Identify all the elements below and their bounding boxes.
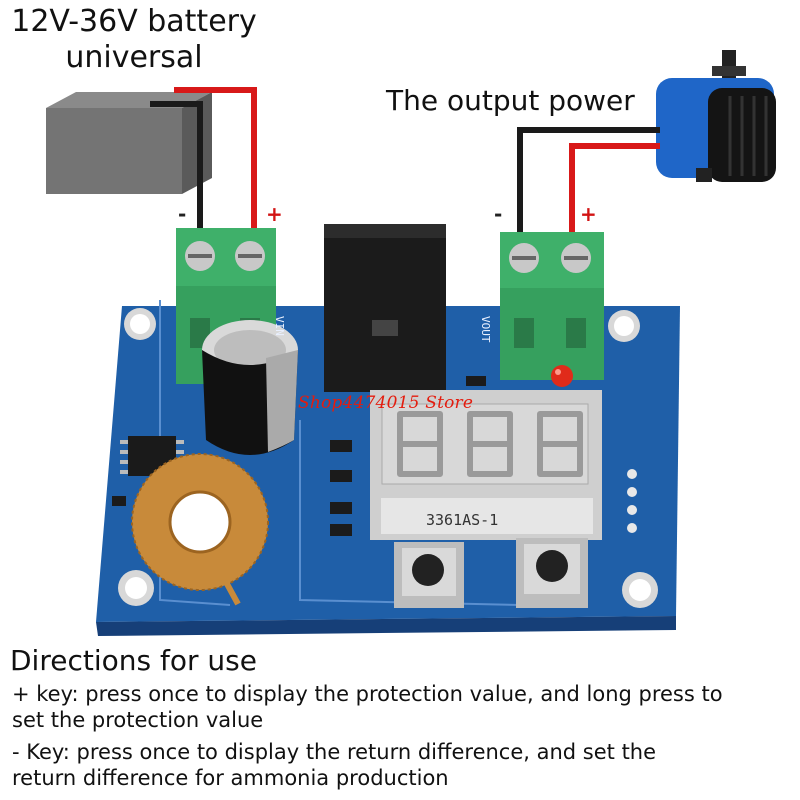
battery-label-line1: 12V-36V battery <box>11 4 257 39</box>
plus-key[interactable] <box>516 538 588 608</box>
led <box>551 365 573 387</box>
directions-title: Directions for use <box>10 644 257 677</box>
directions-line-2: set the protection value <box>12 708 264 732</box>
output-plus-sign: + <box>580 202 597 226</box>
side-pads <box>627 469 637 533</box>
pump-wire-black <box>517 127 660 236</box>
directions-line-4: return difference for ammonia production <box>12 766 449 790</box>
smd-components <box>112 376 486 536</box>
vin-label: VIN <box>273 316 286 336</box>
seven-segment-display <box>370 390 602 540</box>
module-illustration <box>46 50 776 636</box>
input-plus-sign: + <box>266 202 283 226</box>
directions-line-3: - Key: press once to display the return … <box>12 740 657 764</box>
battery-label-line2: universal <box>65 40 203 75</box>
store-watermark: Shop4474015 Store <box>298 393 474 413</box>
vout-label: VOUT <box>479 316 492 343</box>
battery-wire-red <box>174 87 257 236</box>
input-minus-sign: - <box>178 202 187 226</box>
battery-image <box>46 92 212 194</box>
battery-label: 12V-36V battery universal <box>0 4 268 76</box>
capacitor <box>202 320 298 455</box>
pump-wire-red <box>569 143 660 236</box>
output-terminal-block <box>500 232 604 380</box>
output-power-label: The output power <box>386 84 635 117</box>
pump-image <box>656 50 776 182</box>
minus-key[interactable] <box>394 542 464 608</box>
relay <box>324 224 446 392</box>
battery-wire-black <box>150 101 203 236</box>
directions-line-1: + key: press once to display the protect… <box>12 682 723 706</box>
inductor-coil <box>131 453 269 606</box>
output-minus-sign: - <box>494 202 503 226</box>
display-model-label: 3361AS-1 <box>426 511 499 529</box>
